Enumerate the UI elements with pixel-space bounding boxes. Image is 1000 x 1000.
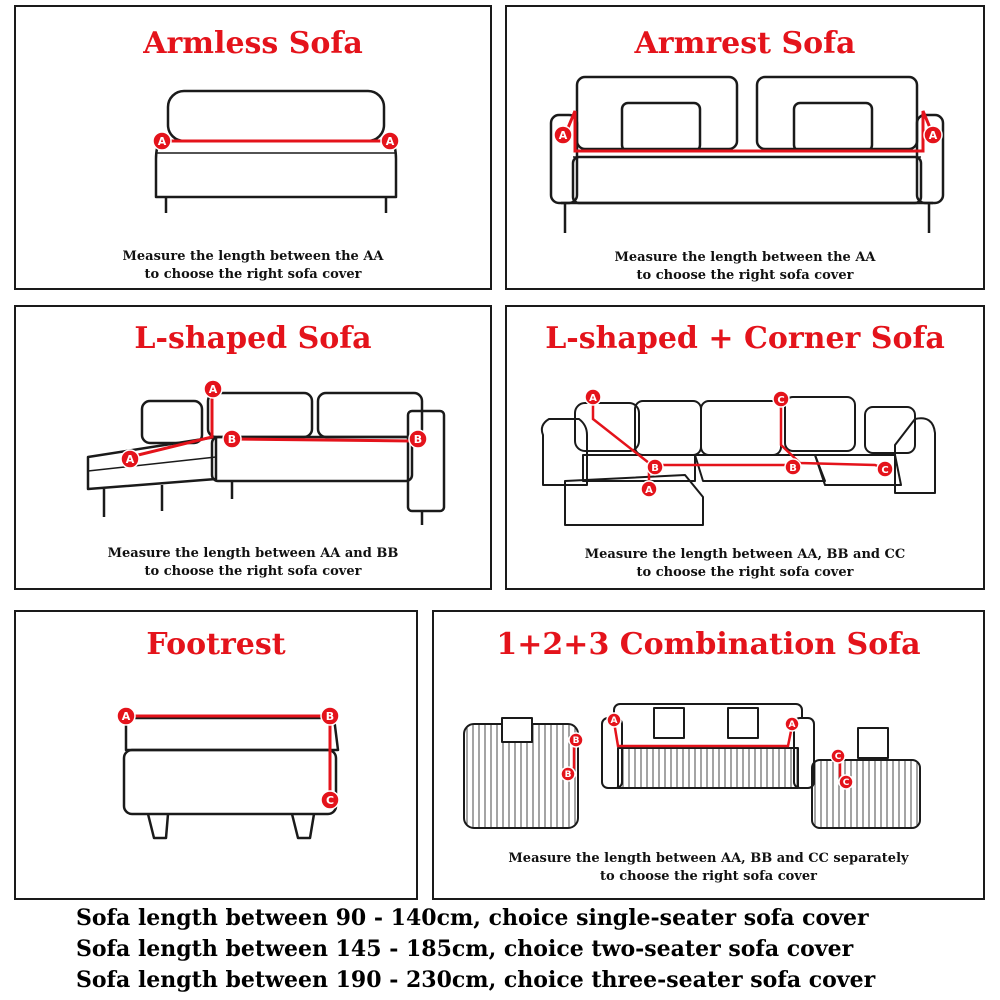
panel-title: Armrest Sofa	[634, 26, 856, 61]
marker-a-label: A	[126, 453, 135, 466]
panel-combination-sofa: 1+2+3 Combination Sofa A	[432, 610, 985, 900]
marker-b-left: B	[646, 458, 664, 476]
marker-b-right: B	[784, 458, 802, 476]
marker-a-top: A	[584, 388, 602, 406]
caption-line-2: to choose the right sofa cover	[600, 869, 817, 884]
l-shaped-corner-sofa-illustration: A A B B C C	[540, 388, 936, 526]
caption-line-1: Measure the length between AA, BB and CC	[584, 547, 906, 562]
panel-caption: Measure the length between the AA to cho…	[16, 248, 490, 284]
panel-armless-sofa: Armless Sofa A A Measure the length betw…	[14, 5, 492, 290]
marker-a-bottom: A	[640, 480, 658, 498]
armrest-sofa-illustration: A A	[549, 75, 945, 233]
marker-a-label: A	[789, 720, 796, 730]
marker-a-label: A	[386, 135, 395, 148]
marker-b-right: B	[320, 706, 340, 726]
marker-b-label: B	[651, 463, 659, 474]
marker-a-left: A	[606, 712, 622, 728]
marker-b-label: B	[414, 433, 422, 446]
marker-a-label: A	[611, 716, 618, 726]
marker-b-top: B	[568, 732, 584, 748]
marker-a-label: A	[929, 129, 938, 142]
marker-a-right: A	[784, 716, 800, 732]
size-guide-line-two: Sofa length between 145 - 185cm, choice …	[76, 936, 854, 962]
panel-title: Armless Sofa	[143, 26, 363, 61]
marker-a-label: A	[589, 393, 597, 404]
marker-b-label: B	[326, 710, 334, 723]
marker-b-label: B	[228, 433, 236, 446]
marker-c-label: C	[881, 465, 888, 476]
caption-line-1: Measure the length between the AA	[122, 249, 384, 264]
marker-a-left: A	[553, 125, 573, 145]
combination-sofa-illustration: A A B B C C	[463, 703, 921, 829]
panel-l-shaped-corner-sofa: L-shaped + Corner Sofa A A B	[505, 305, 985, 590]
marker-c-bottom: C	[838, 774, 854, 790]
caption-line-1: Measure the length between AA, BB and CC…	[508, 851, 909, 866]
marker-b-label: B	[789, 463, 797, 474]
marker-a-label: A	[158, 135, 167, 148]
marker-b-label: B	[565, 770, 572, 780]
marker-a-right: A	[923, 125, 943, 145]
marker-c-right: C	[876, 460, 894, 478]
caption-line-2: to choose the right sofa cover	[144, 267, 362, 282]
marker-c-top: C	[830, 748, 846, 764]
l-shaped-sofa-illustration: A A B B	[86, 379, 446, 525]
marker-b-left: B	[222, 429, 242, 449]
size-guide-line-three: Sofa length between 190 - 230cm, choice …	[76, 967, 876, 993]
size-guide-line-single: Sofa length between 90 - 140cm, choice s…	[76, 905, 869, 931]
armless-sofa-illustration: A A	[152, 89, 400, 213]
marker-a-left: A	[116, 706, 136, 726]
caption-line-1: Measure the length between AA and BB	[107, 546, 399, 561]
marker-c-label: C	[777, 395, 784, 406]
panel-armrest-sofa: Armrest Sofa A A Measure the length betw…	[505, 5, 985, 290]
marker-a-label: A	[559, 129, 568, 142]
size-guide: Sofa length between 90 - 140cm, choice s…	[76, 903, 875, 996]
panel-footrest: Footrest A B C	[14, 610, 418, 900]
marker-a-right: A	[380, 131, 400, 151]
marker-c-label: C	[843, 778, 850, 788]
marker-a-label: A	[122, 710, 131, 723]
marker-c-label: C	[835, 752, 842, 762]
panel-title: L-shaped Sofa	[134, 321, 372, 356]
marker-b-label: B	[573, 736, 580, 746]
panel-caption: Measure the length between AA, BB and CC…	[507, 546, 983, 582]
marker-b-bottom: B	[560, 766, 576, 782]
footrest-illustration: A B C	[116, 706, 340, 840]
panel-title: 1+2+3 Combination Sofa	[496, 627, 921, 662]
panel-title: Footrest	[146, 627, 286, 662]
marker-c-bottom: C	[320, 790, 340, 810]
marker-a-label: A	[209, 383, 218, 396]
panel-l-shaped-sofa: L-shaped Sofa A A B	[14, 305, 492, 590]
caption-line-2: to choose the right sofa cover	[636, 268, 854, 283]
marker-a-top: A	[203, 379, 223, 399]
caption-line-1: Measure the length between the AA	[614, 250, 876, 265]
marker-b-right: B	[408, 429, 428, 449]
panel-caption: Measure the length between the AA to cho…	[507, 249, 983, 285]
panel-title: L-shaped + Corner Sofa	[545, 321, 945, 356]
marker-a-left: A	[152, 131, 172, 151]
caption-line-2: to choose the right sofa cover	[144, 564, 362, 579]
caption-line-2: to choose the right sofa cover	[636, 565, 854, 580]
marker-c-top: C	[772, 390, 790, 408]
panel-caption: Measure the length between AA, BB and CC…	[434, 850, 983, 886]
marker-a-left: A	[120, 449, 140, 469]
marker-a-label: A	[645, 485, 653, 496]
marker-c-label: C	[326, 794, 334, 807]
panel-caption: Measure the length between AA and BB to …	[16, 545, 490, 581]
